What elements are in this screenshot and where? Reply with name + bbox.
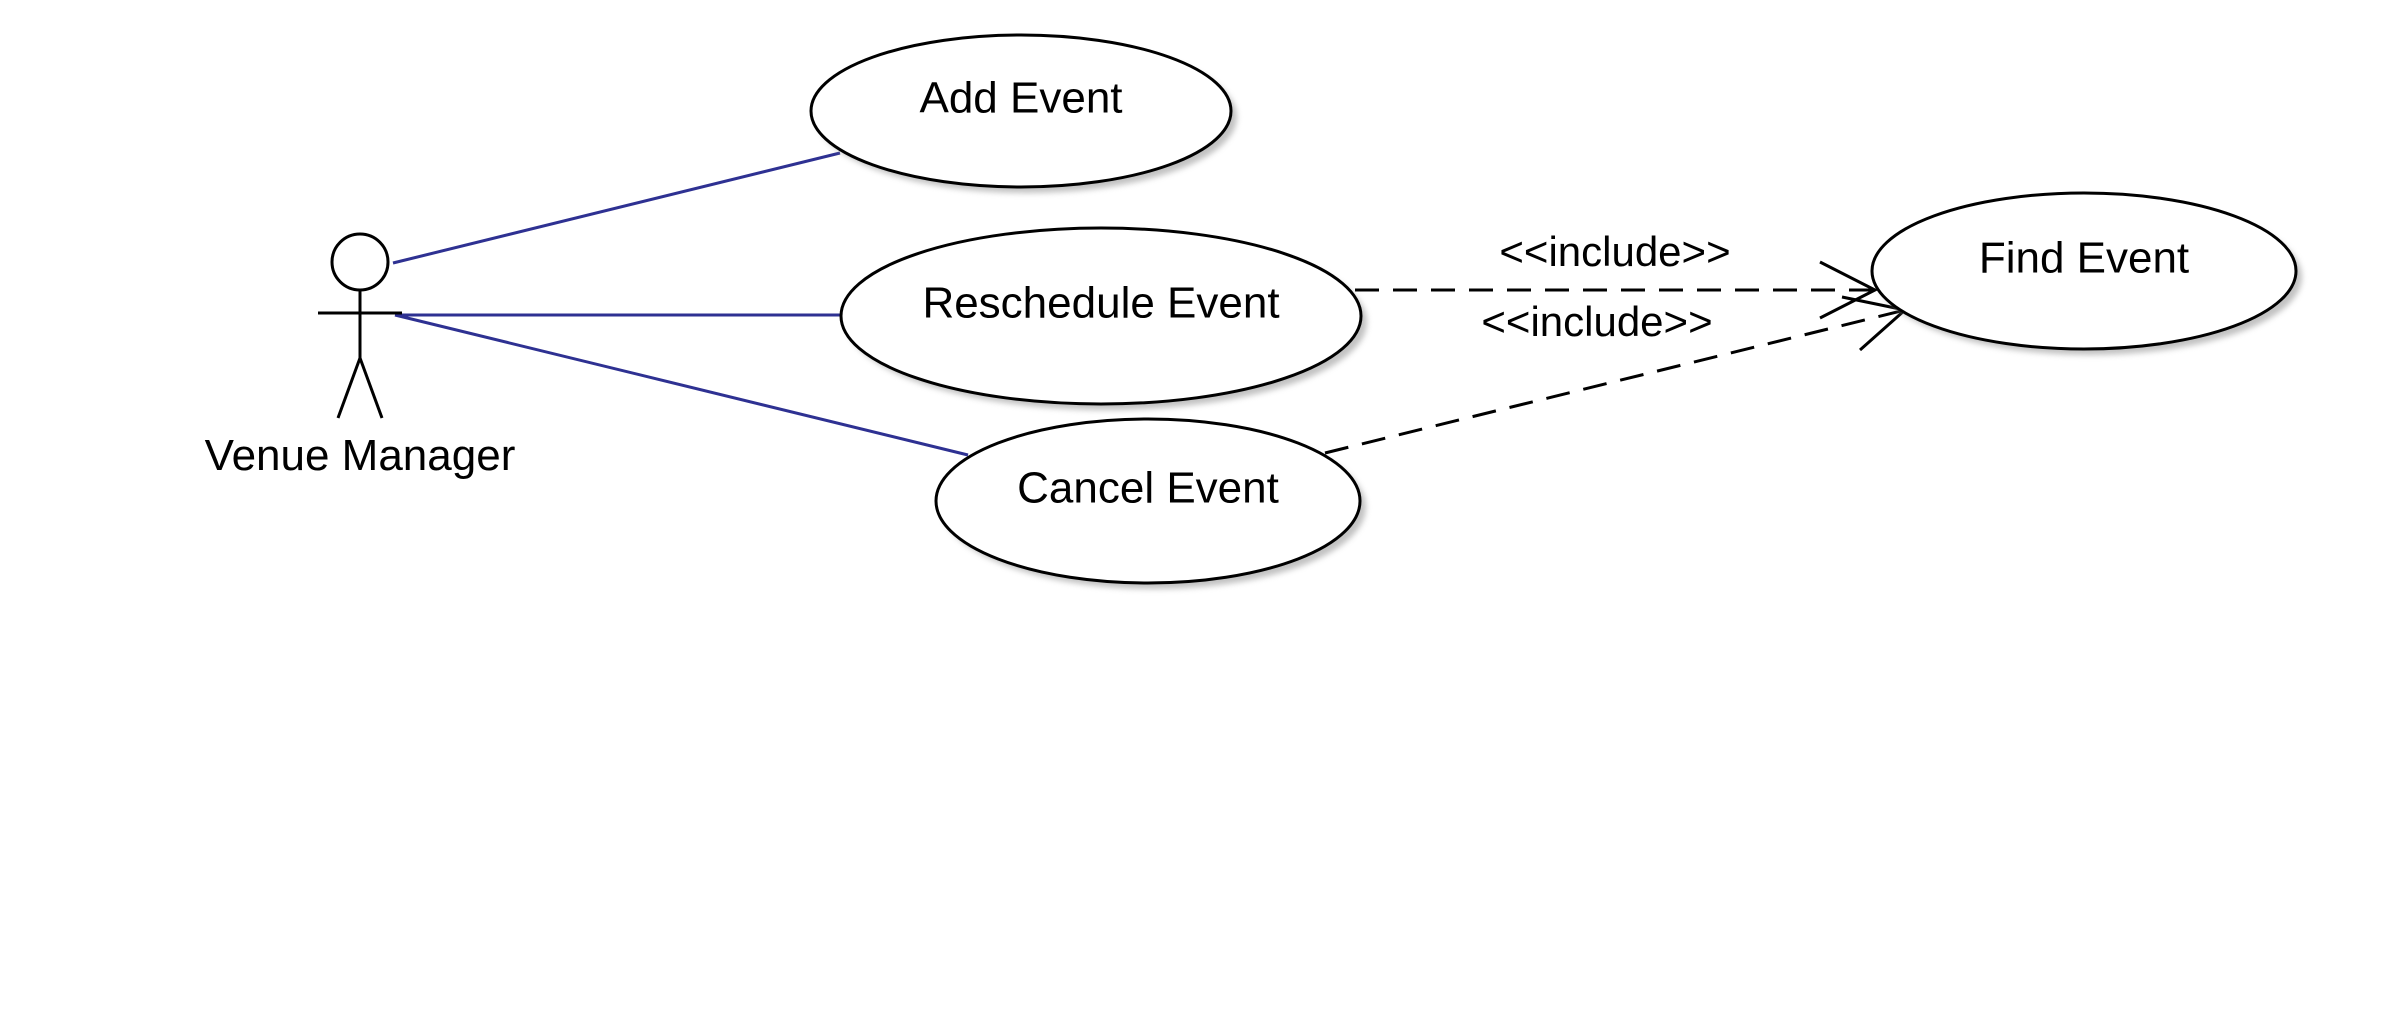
actor-right-leg — [358, 357, 384, 419]
use-case-cancel-event: Cancel Event — [934, 417, 1366, 589]
use-case-find-event: Find Event — [1870, 191, 2302, 355]
use-case-add-event: Add Event — [809, 33, 1237, 193]
association-cancel-event — [394, 313, 969, 457]
use-case-add-event-label: Add Event — [919, 74, 1122, 123]
include-label-1: <<include>> — [1499, 228, 1730, 275]
include-cancel-to-find — [1324, 308, 1906, 455]
association-add-event — [392, 151, 841, 265]
use-case-reschedule-event: Reschedule Event — [839, 226, 1367, 410]
include-arrowhead-1 — [1819, 260, 1879, 320]
include-label-2: <<include>> — [1481, 298, 1712, 345]
actor-left-leg — [336, 357, 362, 419]
actor-stick-figure — [318, 232, 402, 419]
use-case-reschedule-event-label: Reschedule Event — [922, 279, 1279, 328]
actor-head — [330, 232, 390, 292]
use-case-find-event-label: Find Event — [1979, 234, 2189, 283]
actor-name: Venue Manager — [205, 431, 516, 480]
use-case-cancel-event-label: Cancel Event — [1017, 464, 1279, 513]
